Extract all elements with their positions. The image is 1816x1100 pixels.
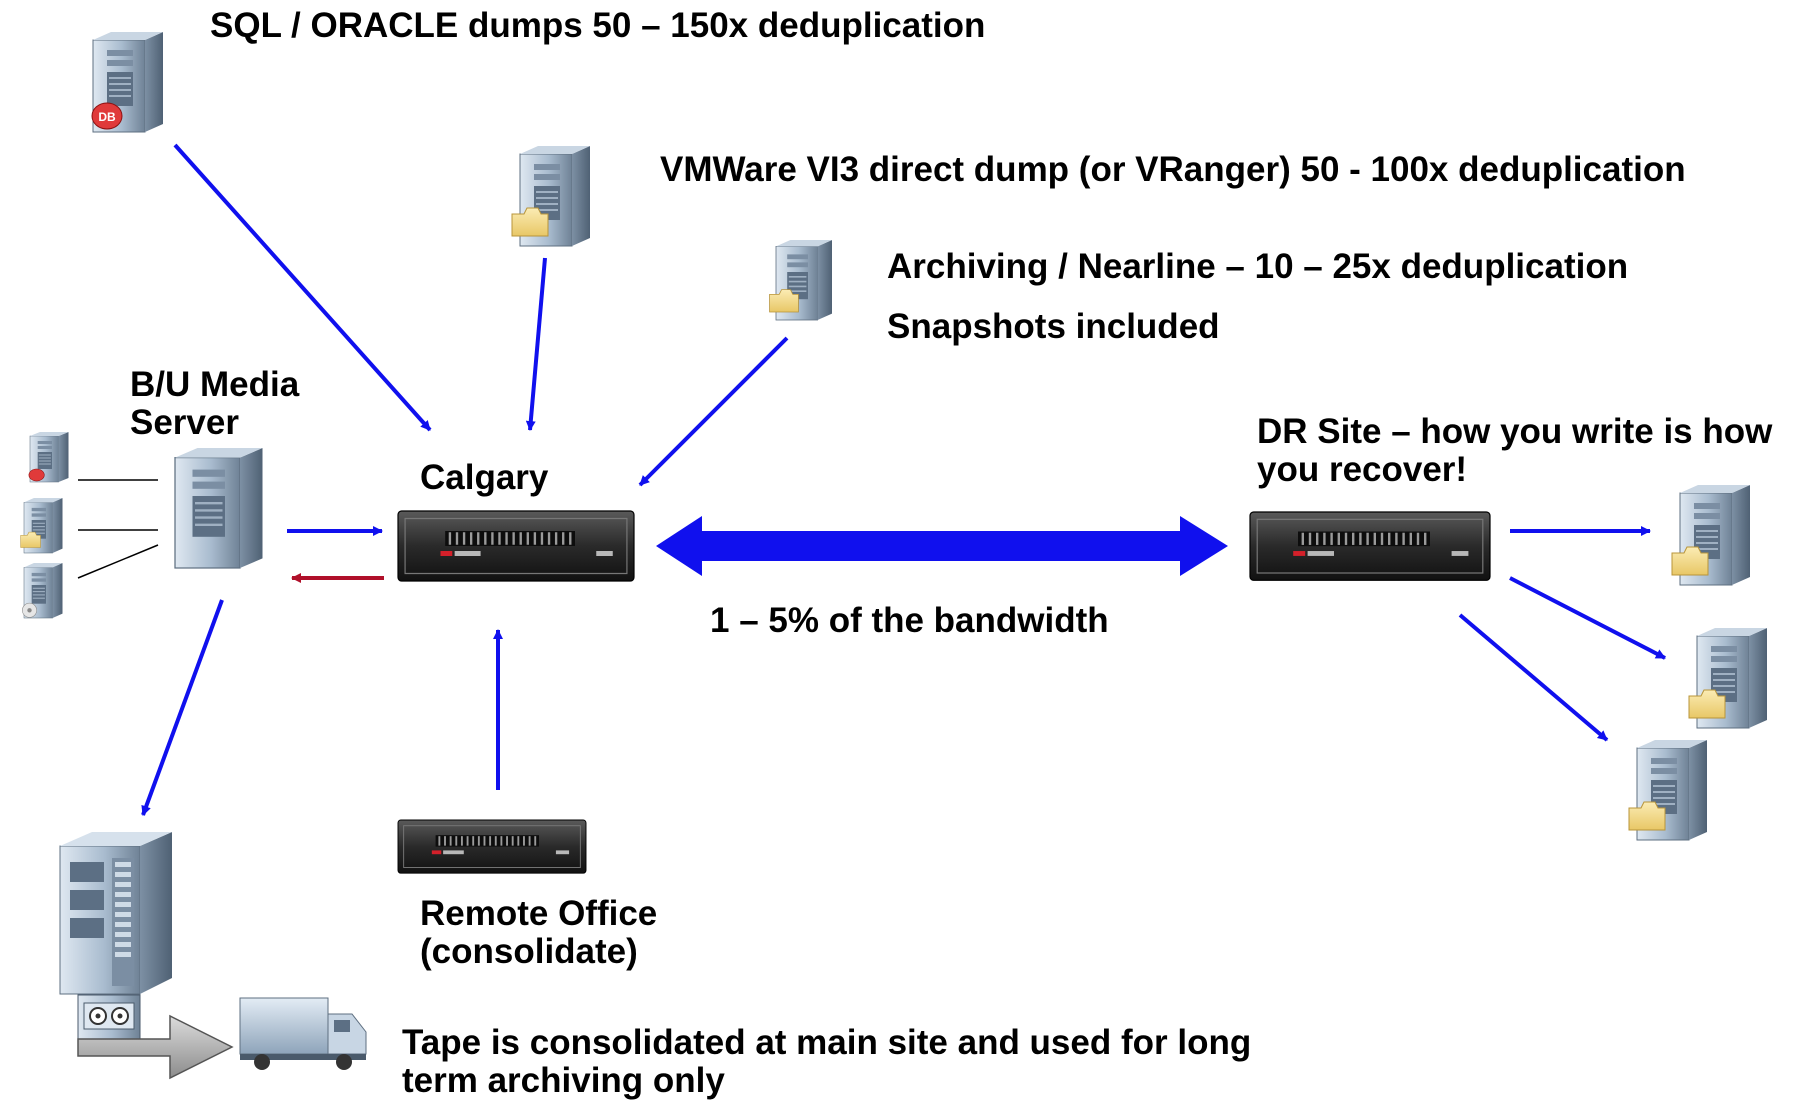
dr-server-2-icon — [1688, 627, 1768, 729]
tape-consolidation-label-line1: Tape is consolidated at main site and us… — [402, 1023, 1252, 1062]
arrow-icon — [1509, 576, 1666, 660]
arrow-icon — [525, 257, 547, 431]
dr-server-3-icon — [1628, 739, 1708, 841]
arrow-icon — [638, 336, 789, 487]
remote-office-label-line1: Remote Office — [420, 894, 658, 933]
tape-consolidation-label: Tape is consolidated at main site and us… — [402, 1024, 1251, 1100]
disc-icon — [22, 602, 37, 618]
replication-double-arrow-icon — [656, 516, 1228, 576]
dr-site-label-line2: you recover! — [1257, 450, 1468, 489]
tape-drive-icon — [77, 994, 141, 1040]
dr-server-1-icon — [1671, 484, 1751, 586]
client-connector-lines — [77, 479, 159, 579]
flow-arrows — [141, 143, 1666, 816]
calgary-appliance-icon — [396, 509, 636, 583]
client-server-folder-icon — [20, 497, 64, 554]
media-server-label-line2: Server — [130, 403, 239, 442]
snapshots-label: Snapshots included — [887, 307, 1220, 346]
remote-office-label: Remote Office (consolidate) — [420, 895, 657, 971]
sql-db-server-icon: DB — [91, 31, 164, 133]
tape-consolidation-label-line2: term archiving only — [402, 1061, 725, 1100]
media-server-label: B/U Media Server — [130, 366, 299, 442]
dr-site-appliance-icon — [1248, 510, 1492, 582]
arrow-icon — [173, 143, 432, 432]
sql-dump-label: SQL / ORACLE dumps 50 – 150x deduplicati… — [210, 6, 986, 45]
arrow-icon — [141, 599, 224, 816]
remote-office-label-line2: (consolidate) — [420, 932, 638, 971]
database-badge-icon: DB — [91, 102, 123, 130]
tape-library-icon — [59, 832, 172, 995]
client-server-disc-icon — [22, 562, 64, 619]
truck-icon — [239, 997, 367, 1070]
dr-site-label: DR Site – how you write is how you recov… — [1257, 413, 1772, 489]
media-server-label-line1: B/U Media — [130, 365, 300, 404]
dr-site-label-line1: DR Site – how you write is how — [1257, 412, 1773, 451]
calgary-label: Calgary — [420, 458, 549, 497]
database-badge-icon — [28, 468, 45, 482]
transfer-arrow-icon — [77, 1014, 234, 1080]
svg-text:DB: DB — [98, 110, 116, 124]
client-server-db-icon — [28, 431, 70, 483]
remote-office-appliance-icon — [397, 819, 587, 875]
arrow-icon — [1458, 613, 1609, 742]
archiving-label: Archiving / Nearline – 10 – 25x deduplic… — [887, 247, 1629, 286]
archiving-server-icon — [769, 239, 833, 321]
vmware-server-icon — [511, 145, 591, 247]
media-server-icon — [173, 446, 264, 570]
vmware-dump-label: VMWare VI3 direct dump (or VRanger) 50 -… — [660, 150, 1686, 189]
bandwidth-label: 1 – 5% of the bandwidth — [710, 601, 1109, 640]
